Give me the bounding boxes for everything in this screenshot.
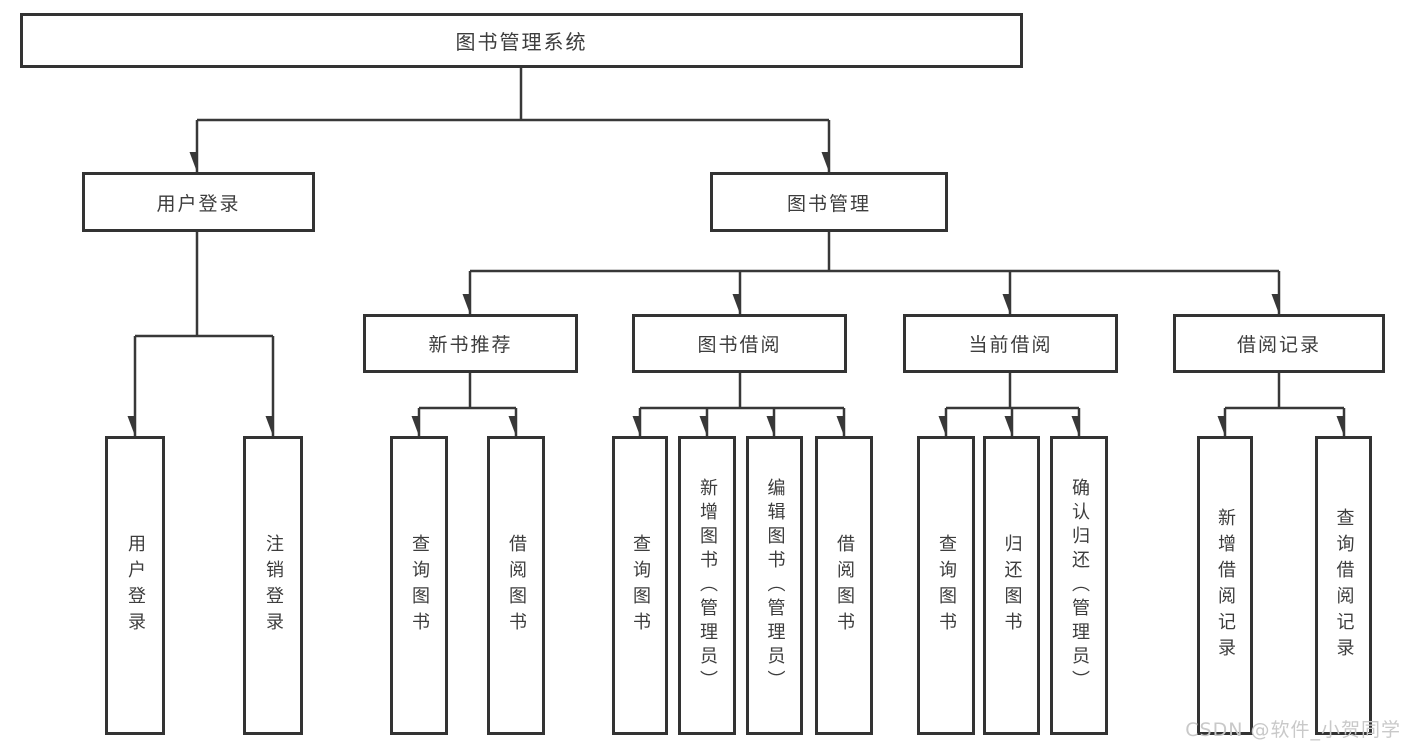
leaf-logout: 注销登录 xyxy=(243,436,303,735)
csdn-watermark: CSDN @软件_小贺同学 xyxy=(1185,719,1401,741)
node-new-book-recommend-label: 新书推荐 xyxy=(428,334,513,356)
node-current-borrow: 当前借阅 xyxy=(903,314,1118,373)
leaf-borrow-borrow-books-label: 借阅图书 xyxy=(834,533,855,638)
leaf-records-add-record-label: 新增借阅记录 xyxy=(1215,507,1236,664)
node-book-borrow: 图书借阅 xyxy=(632,314,847,373)
leaf-borrow-edit-books-admin-label: 编辑图书（管理员） xyxy=(764,477,786,694)
node-new-book-recommend: 新书推荐 xyxy=(363,314,578,373)
leaf-current-confirm-return-admin: 确认归还（管理员） xyxy=(1050,436,1108,735)
node-borrow-records-label: 借阅记录 xyxy=(1236,334,1321,356)
leaf-records-query-record: 查询借阅记录 xyxy=(1315,436,1372,735)
node-user-login-label: 用户登录 xyxy=(156,192,241,215)
leaf-newbooks-query-books: 查询图书 xyxy=(390,436,448,735)
leaf-borrow-borrow-books: 借阅图书 xyxy=(815,436,873,735)
leaf-newbooks-borrow-books: 借阅图书 xyxy=(487,436,545,735)
leaf-user-login-label: 用户登录 xyxy=(125,533,146,638)
leaf-newbooks-borrow-books-label: 借阅图书 xyxy=(506,533,527,638)
leaf-borrow-add-books-admin-label: 新增图书（管理员） xyxy=(697,477,718,694)
leaf-borrow-query-books: 查询图书 xyxy=(612,436,668,735)
leaf-newbooks-query-books-label: 查询图书 xyxy=(409,533,430,638)
leaf-records-query-record-label: 查询借阅记录 xyxy=(1333,507,1355,664)
node-current-borrow-label: 当前借阅 xyxy=(968,334,1053,356)
leaf-borrow-add-books-admin: 新增图书（管理员） xyxy=(678,436,736,735)
leaf-current-confirm-return-admin-label: 确认归还（管理员） xyxy=(1069,477,1090,694)
leaf-current-return-books-label: 归还图书 xyxy=(1001,533,1023,638)
node-borrow-records: 借阅记录 xyxy=(1173,314,1385,373)
leaf-current-query-books-label: 查询图书 xyxy=(936,533,957,638)
node-book-management-label: 图书管理 xyxy=(786,192,871,215)
node-book-borrow-label: 图书借阅 xyxy=(697,334,782,356)
leaf-user-login: 用户登录 xyxy=(105,436,165,735)
leaf-current-return-books: 归还图书 xyxy=(983,436,1040,735)
leaf-current-query-books: 查询图书 xyxy=(917,436,975,735)
leaf-logout-label: 注销登录 xyxy=(263,533,284,638)
leaf-borrow-query-books-label: 查询图书 xyxy=(630,533,651,638)
node-root: 图书管理系统 xyxy=(20,13,1023,68)
node-book-management: 图书管理 xyxy=(710,172,948,232)
leaf-records-add-record: 新增借阅记录 xyxy=(1197,436,1253,735)
node-user-login: 用户登录 xyxy=(82,172,315,232)
leaf-borrow-edit-books-admin: 编辑图书（管理员） xyxy=(746,436,803,735)
node-root-label: 图书管理系统 xyxy=(455,30,588,54)
